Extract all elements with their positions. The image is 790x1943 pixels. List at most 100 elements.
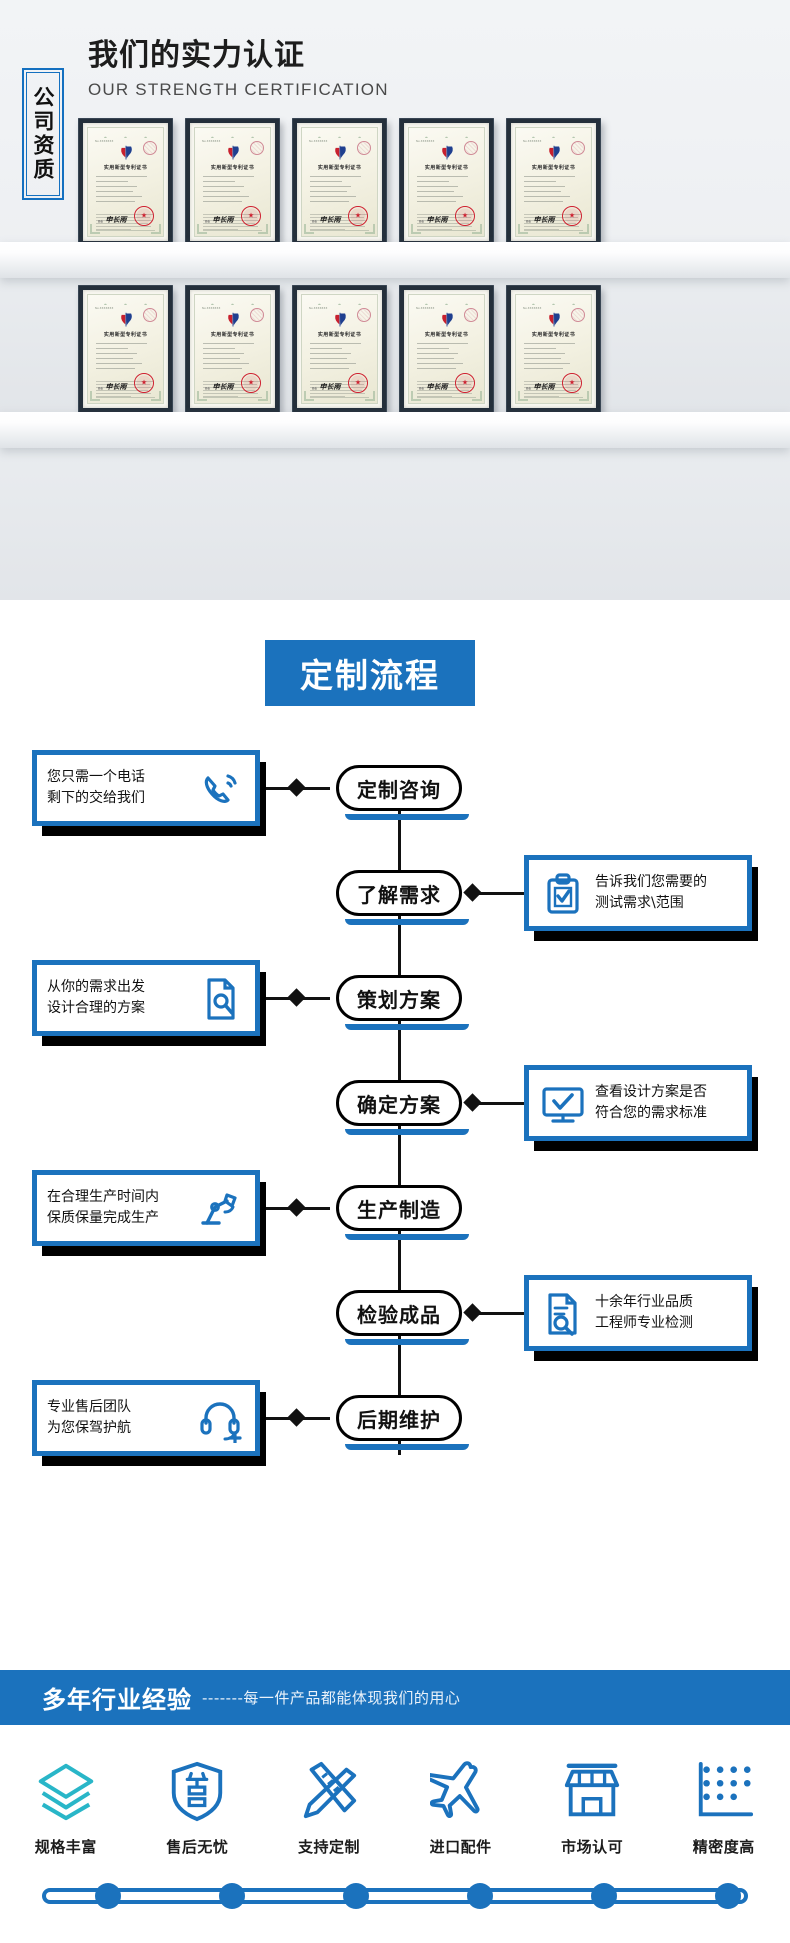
flow-note-text: 您只需一个电话 剩下的交给我们	[47, 769, 145, 806]
page-subtitle: OUR STRENGTH CERTIFICATION	[88, 80, 389, 99]
robot-arm-icon	[197, 1185, 245, 1231]
certificate-signature: 局长 申长雨	[526, 215, 555, 224]
certificate-footer-rule	[524, 397, 583, 398]
layers-icon	[35, 1750, 97, 1822]
certificate-paragraph	[203, 214, 262, 232]
certificate-red-seal	[134, 206, 154, 226]
certificate-corner	[304, 391, 314, 401]
flow-connector-diamond	[287, 1198, 306, 1217]
certificate-corner	[518, 391, 528, 401]
airplane-icon	[429, 1750, 492, 1822]
flow-connector-diamond	[287, 988, 306, 1007]
certificate-corner	[258, 224, 268, 234]
storefront-icon	[561, 1750, 623, 1822]
certificate-serial: No.XXXXXXX	[416, 307, 435, 310]
certificate-paragraph	[524, 381, 583, 399]
flow-title-text: 定制流程	[300, 656, 440, 695]
flow-connector-diamond	[463, 1093, 482, 1112]
feature-label: 售后无忧	[166, 1838, 229, 1856]
certificate-top-seal	[143, 308, 157, 322]
certificate-corner	[472, 224, 482, 234]
flow-connector-diamond	[463, 883, 482, 902]
flow-step-5[interactable]: 生产制造	[336, 1185, 469, 1240]
company-qualification-badge: 公司资质	[22, 68, 64, 200]
flow-note-5: 在合理生产时间内 保质保量完成生产	[32, 1170, 266, 1256]
shelf-1	[0, 242, 790, 278]
certification-heading: 我们的实力认证 OUR STRENGTH CERTIFICATION	[88, 30, 389, 100]
certificate-title: 实用新型专利证书	[424, 332, 469, 338]
flow-note-3: 从你的需求出发 设计合理的方案	[32, 960, 266, 1046]
certificate-corner	[151, 391, 161, 401]
certificate-fields	[310, 343, 369, 373]
certificate-fields	[524, 176, 583, 206]
feature-item-4[interactable]: 进口配件	[395, 1750, 527, 1857]
certificate-top-seal	[571, 308, 585, 322]
experience-section: 多年行业经验 -------每一件产品都能体现我们的用心 规格丰富 售后无忧 支持定…	[0, 1630, 790, 1943]
monitor-check-icon	[539, 1080, 587, 1126]
certificate-paragraph	[203, 381, 262, 399]
certificate-fields	[96, 176, 155, 206]
certificate-top-seal	[571, 141, 585, 155]
feature-item-2[interactable]: 售后无忧	[132, 1750, 264, 1857]
certificate-footer-rule	[203, 397, 262, 398]
certificate-top-seal	[464, 141, 478, 155]
certificate-title: 实用新型专利证书	[424, 165, 469, 171]
patent-office-logo-icon	[548, 145, 560, 160]
certificate-red-seal	[562, 206, 582, 226]
flow-step-label: 生产制造	[357, 1197, 441, 1222]
flow-connector	[466, 1102, 526, 1105]
feature-item-3[interactable]: 支持定制	[263, 1750, 395, 1857]
flow-note-7: 专业售后团队 为您保驾护航	[32, 1380, 266, 1466]
certificate-paragraph	[96, 214, 155, 232]
progress-dot-2	[219, 1883, 245, 1909]
certificate-corner	[258, 391, 268, 401]
certificate-corner	[197, 224, 207, 234]
certificate-fields	[203, 176, 262, 206]
flow-step-2[interactable]: 了解需求	[336, 870, 469, 925]
certificate-title: 实用新型专利证书	[210, 332, 255, 338]
flow-step-label: 定制咨询	[357, 777, 441, 802]
feature-item-6[interactable]: 精密度高	[658, 1750, 790, 1857]
certificate-red-seal	[241, 206, 261, 226]
certificate-top-seal	[143, 141, 157, 155]
flow-step-4[interactable]: 确定方案	[336, 1080, 469, 1135]
certificate-fields	[96, 343, 155, 373]
feature-label: 进口配件	[429, 1838, 492, 1856]
flow-step-1[interactable]: 定制咨询	[336, 765, 469, 820]
certificate-fields	[203, 343, 262, 373]
certificate-title: 实用新型专利证书	[531, 332, 576, 338]
flow-connector-diamond	[287, 778, 306, 797]
certificate-red-seal	[348, 373, 368, 393]
certification-section: 我们的实力认证 OUR STRENGTH CERTIFICATION 公司资质 …	[0, 0, 790, 600]
feature-item-5[interactable]: 市场认可	[526, 1750, 658, 1857]
flow-step-3[interactable]: 策划方案	[336, 975, 469, 1030]
certificate-ornament	[306, 298, 373, 305]
certificate-fields	[524, 343, 583, 373]
flow-connector	[466, 892, 526, 895]
progress-dot-4	[467, 1883, 493, 1909]
feature-item-1[interactable]: 规格丰富	[0, 1750, 132, 1857]
certificate-paragraph	[524, 214, 583, 232]
experience-band: 多年行业经验 -------每一件产品都能体现我们的用心	[0, 1670, 790, 1725]
certificate-ornament	[199, 131, 266, 138]
certificate-signature: 局长 申长雨	[312, 382, 341, 391]
patent-office-logo-icon	[441, 145, 453, 160]
certificate-serial: No.XXXXXXX	[309, 307, 328, 310]
certificate-corner	[411, 224, 421, 234]
feature-label: 规格丰富	[34, 1838, 97, 1856]
certificate-footer-rule	[203, 230, 262, 231]
certificate-paragraph	[310, 214, 369, 232]
flow-step-label: 了解需求	[357, 882, 441, 907]
certificate-corner	[579, 391, 589, 401]
flow-step-6[interactable]: 检验成品	[336, 1290, 469, 1345]
flow-step-7[interactable]: 后期维护	[336, 1395, 469, 1450]
certificate-fields	[310, 176, 369, 206]
company-qualification-label: 公司资质	[31, 86, 55, 182]
patent-office-logo-icon	[227, 145, 239, 160]
certificate-top-seal	[250, 308, 264, 322]
